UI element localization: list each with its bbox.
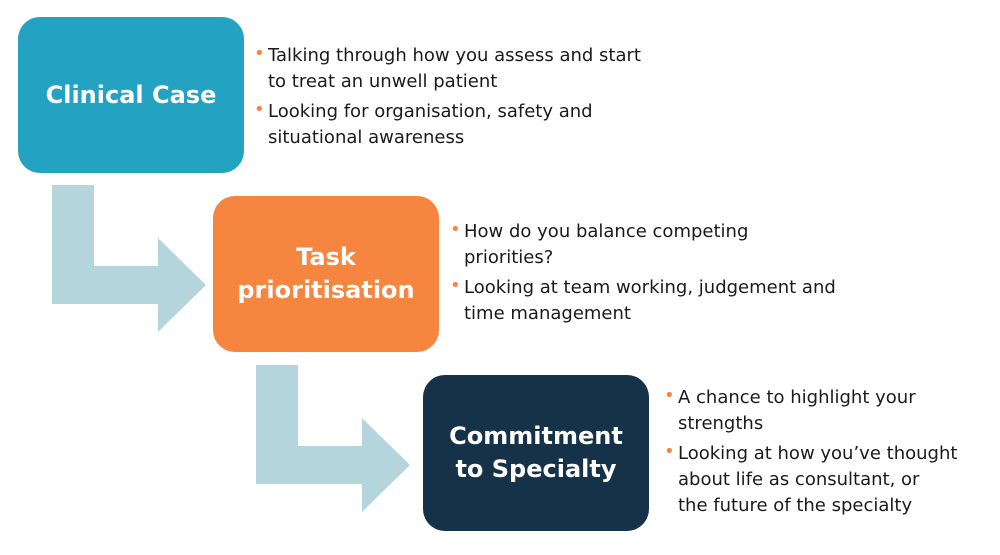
bullet-line: the future of the specialty — [678, 495, 913, 516]
bullet-line: about life as consultant, or — [678, 469, 920, 490]
bullet-line: Talking through how you assess and start — [268, 45, 641, 66]
l-arrow-shape-1 — [52, 185, 206, 332]
step-box-clinical-case: Clinical Case — [18, 17, 244, 173]
bullet-item: • A chance to highlight your strengths — [664, 385, 994, 437]
bullet-line: Looking for organisation, safety and — [268, 101, 593, 122]
bullet-line: time management — [464, 303, 631, 324]
bullet-item: • Looking at how you’ve thought about li… — [664, 441, 994, 519]
step-title: Clinical Case — [46, 79, 217, 112]
l-arrow-shape-2 — [256, 365, 410, 512]
step-title: Task prioritisation — [237, 241, 414, 307]
bullet-line: A chance to highlight your — [678, 387, 916, 408]
bullet-marker-icon: • — [664, 385, 675, 406]
bullet-marker-icon: • — [254, 43, 265, 64]
step-title-line: Clinical Case — [45, 80, 217, 109]
step-title-line: Commitment — [449, 422, 623, 450]
bullet-line: How do you balance competing — [464, 221, 749, 242]
bullet-line: Looking at how you’ve thought — [678, 443, 958, 464]
step-title: Commitment to Specialty — [449, 420, 623, 486]
step-bullets-clinical-case: • Talking through how you assess and sta… — [254, 43, 694, 155]
bullet-line: situational awareness — [268, 127, 465, 148]
bullet-item: • Talking through how you assess and sta… — [254, 43, 694, 95]
step-title-line: Task — [296, 243, 356, 271]
step-bullets-task-prioritisation: • How do you balance competing prioritie… — [450, 219, 890, 331]
bullet-marker-icon: • — [254, 99, 265, 120]
step-box-commitment-to-specialty: Commitment to Specialty — [423, 375, 649, 531]
bullet-line: strengths — [678, 413, 764, 434]
bullet-marker-icon: • — [450, 275, 461, 296]
bullet-item: • How do you balance competing prioritie… — [450, 219, 890, 271]
step-box-task-prioritisation: Task prioritisation — [213, 196, 439, 352]
bullet-marker-icon: • — [664, 441, 675, 462]
bullet-line: to treat an unwell patient — [268, 71, 498, 92]
bullet-item: • Looking at team working, judgement and… — [450, 275, 890, 327]
step-bullets-commitment-to-specialty: • A chance to highlight your strengths •… — [664, 385, 994, 523]
step-title-line: to Specialty — [455, 455, 617, 483]
bullet-line: Looking at team working, judgement and — [464, 277, 836, 298]
bullet-marker-icon: • — [450, 219, 461, 240]
bullet-line: priorities? — [464, 247, 554, 268]
bullet-item: • Looking for organisation, safety and s… — [254, 99, 694, 151]
step-title-line: prioritisation — [237, 276, 415, 304]
